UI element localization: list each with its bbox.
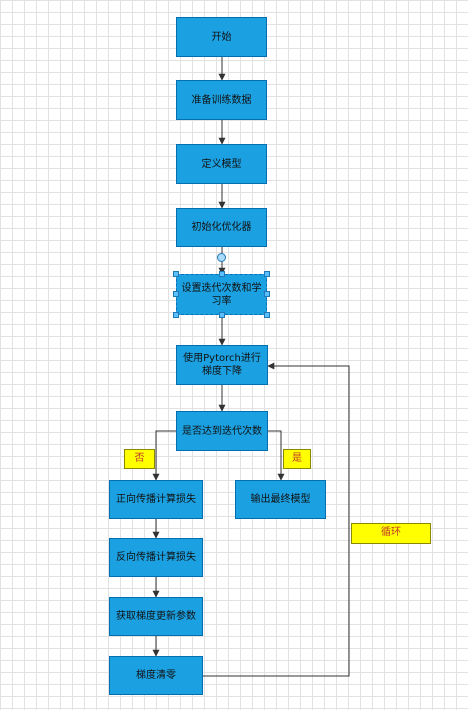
prepare-data-node[interactable]: 准备训练数据	[176, 80, 267, 120]
set-params-node[interactable]: 设置迭代次数和学习率	[176, 274, 267, 315]
resize-handle-e[interactable]	[264, 291, 270, 297]
forward-loss-node[interactable]: 正向传播计算损失	[109, 480, 203, 519]
resize-handle-w[interactable]	[173, 291, 179, 297]
resize-handle-se[interactable]	[264, 312, 270, 318]
no-label: 否	[124, 449, 155, 469]
start-node[interactable]: 开始	[176, 17, 267, 57]
yes-label: 是	[283, 449, 311, 469]
resize-handle-ne[interactable]	[264, 271, 270, 277]
gradient-descent-node[interactable]: 使用Pytorch进行梯度下降	[176, 345, 268, 385]
edge-check-forward	[152, 430, 176, 481]
backward-grad-node[interactable]: 反向传播计算损失	[109, 538, 203, 577]
init-optimizer-node[interactable]: 初始化优化器	[176, 208, 267, 247]
zero-grad-node[interactable]: 梯度清零	[109, 656, 203, 695]
rotate-handle[interactable]	[217, 253, 226, 262]
edge-check-output	[268, 430, 285, 481]
edge-loop-back	[203, 362, 350, 677]
define-model-node[interactable]: 定义模型	[176, 144, 267, 184]
resize-handle-nw[interactable]	[173, 271, 179, 277]
check-iterations-node[interactable]: 是否达到迭代次数	[176, 411, 268, 451]
resize-handle-n[interactable]	[219, 271, 225, 277]
resize-handle-sw[interactable]	[173, 312, 179, 318]
loop-label: 循环	[351, 523, 431, 544]
resize-handle-s[interactable]	[219, 312, 225, 318]
output-model-node[interactable]: 输出最终模型	[235, 480, 326, 519]
update-params-node[interactable]: 获取梯度更新参数	[109, 597, 203, 636]
